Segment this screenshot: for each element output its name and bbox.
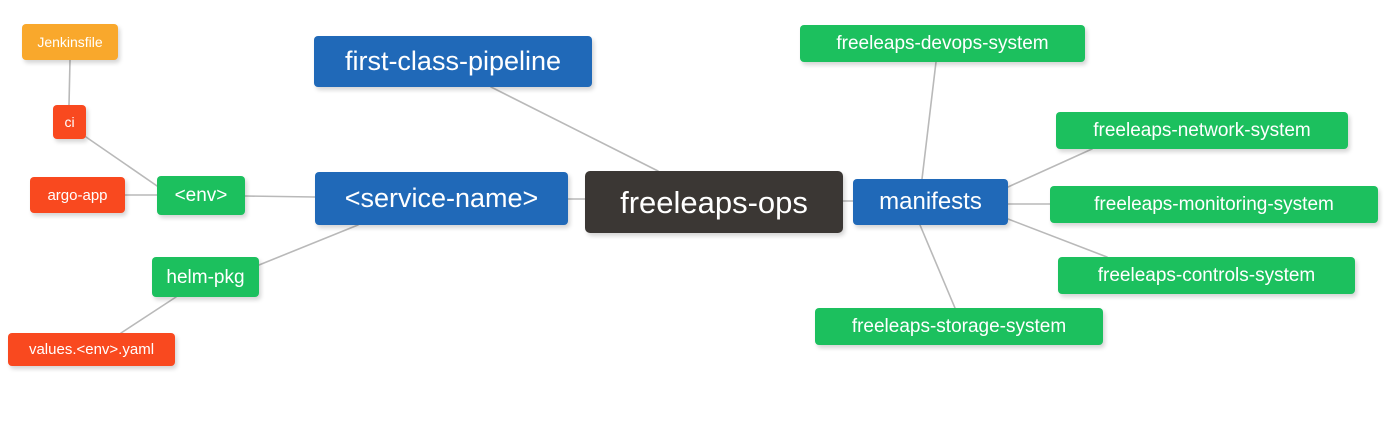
node-label-ci: ci <box>64 114 75 130</box>
edge-helmpkg-values <box>120 296 177 334</box>
edge-jenkinsfile-ci <box>68 59 71 106</box>
node-manifests[interactable]: manifests <box>853 179 1008 225</box>
node-freeleaps-devops-system[interactable]: freeleaps-devops-system <box>800 25 1085 62</box>
node-freeleaps-network-system[interactable]: freeleaps-network-system <box>1056 112 1348 149</box>
node-freeleaps-ops[interactable]: freeleaps-ops <box>585 171 843 233</box>
node-label-values-env-yaml: values.<env>.yaml <box>28 341 155 358</box>
node-env[interactable]: <env> <box>157 176 245 215</box>
edge-pipeline-root <box>490 86 659 172</box>
edge-env-servicename <box>244 195 316 198</box>
node-label-freeleaps-devops-system: freeleaps-devops-system <box>836 33 1049 54</box>
edge-ci-env <box>85 136 161 189</box>
node-label-jenkinsfile: Jenkinsfile <box>37 34 103 50</box>
node-label-service-name: <service-name> <box>344 183 539 213</box>
edge-manifests-network <box>1007 148 1093 188</box>
node-label-freeleaps-ops: freeleaps-ops <box>620 184 808 220</box>
edge-manifests-devops <box>921 61 937 180</box>
node-jenkinsfile[interactable]: Jenkinsfile <box>22 24 118 60</box>
node-label-freeleaps-monitoring-system: freeleaps-monitoring-system <box>1094 194 1334 215</box>
node-service-name[interactable]: <service-name> <box>315 172 568 225</box>
node-label-manifests: manifests <box>879 188 982 215</box>
node-freeleaps-monitoring-system[interactable]: freeleaps-monitoring-system <box>1050 186 1378 223</box>
node-helm-pkg[interactable]: helm-pkg <box>152 257 259 297</box>
node-argo-app[interactable]: argo-app <box>30 177 125 213</box>
node-label-first-class-pipeline: first-class-pipeline <box>344 46 562 76</box>
node-label-freeleaps-controls-system: freeleaps-controls-system <box>1097 265 1316 286</box>
node-label-argo-app: argo-app <box>47 186 108 204</box>
node-freeleaps-storage-system[interactable]: freeleaps-storage-system <box>815 308 1103 345</box>
node-label-env: <env> <box>174 185 228 206</box>
edge-manifests-controls <box>1007 218 1108 258</box>
node-freeleaps-controls-system[interactable]: freeleaps-controls-system <box>1058 257 1355 294</box>
edge-manifests-storage <box>919 224 956 309</box>
node-label-freeleaps-network-system: freeleaps-network-system <box>1093 120 1311 141</box>
node-first-class-pipeline[interactable]: first-class-pipeline <box>314 36 592 87</box>
node-ci[interactable]: ci <box>53 105 86 139</box>
node-values-env-yaml[interactable]: values.<env>.yaml <box>8 333 175 366</box>
edge-servicename-helmpkg <box>258 224 359 266</box>
node-label-freeleaps-storage-system: freeleaps-storage-system <box>851 316 1067 337</box>
node-label-helm-pkg: helm-pkg <box>166 266 245 288</box>
